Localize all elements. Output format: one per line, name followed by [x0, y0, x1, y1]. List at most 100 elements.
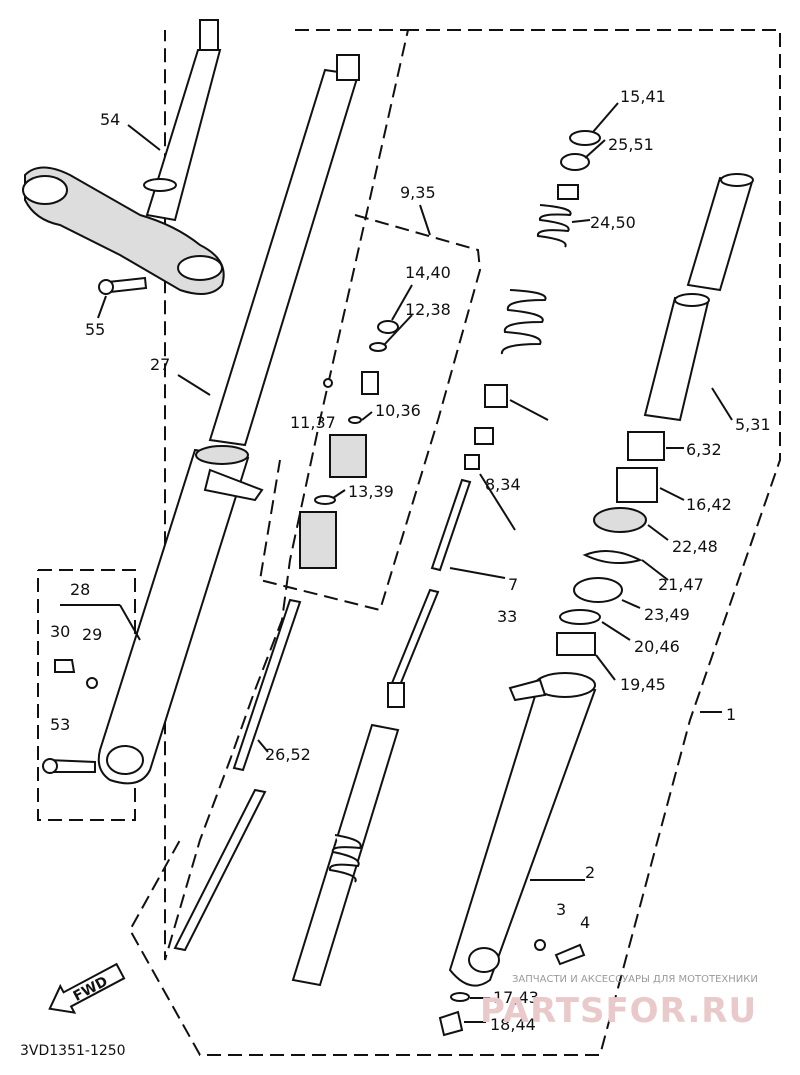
outline-damper-group: [128, 29, 781, 1056]
rod-upper: [232, 598, 302, 772]
label-27: 27: [150, 355, 170, 374]
damper-rod-7: [430, 478, 472, 572]
leader-27: [177, 374, 211, 396]
outer-fork-tube-1: [438, 672, 722, 1037]
cylinder-upper-top: [720, 173, 754, 187]
bushing-6-32: [627, 431, 665, 461]
watermark-brand: PARTSFOR.RU: [480, 991, 757, 1031]
oil-seal-22-48: [593, 507, 647, 533]
label-2: 2: [585, 863, 595, 882]
axle-boss-27: [106, 745, 144, 775]
cylinder-upper-5-31: [686, 176, 754, 292]
bracket-clamp-left: [22, 175, 68, 205]
label-7: 7: [508, 575, 518, 594]
spacer-top: [484, 384, 508, 408]
label-16-42: 16,42: [686, 495, 732, 514]
bracket-clamp-right: [177, 255, 223, 281]
inner-fork-tube-27: [42, 54, 360, 785]
label-11-37: 11,37: [290, 413, 336, 432]
label-12-38: 12,38: [405, 300, 451, 319]
group-outlines: [37, 29, 781, 1056]
fork-cap-bolt: [336, 54, 360, 81]
washer-17-43: [450, 992, 470, 1002]
leader-1440: [391, 284, 413, 321]
label-9-35: 9,35: [400, 183, 436, 202]
label-19-45: 19,45: [620, 675, 666, 694]
label-14-40: 14,40: [405, 263, 451, 282]
leader-2450: [571, 219, 591, 223]
label-54: 54: [100, 110, 120, 129]
pressure-rod-parts: [299, 284, 413, 569]
clip-21-47: [582, 550, 643, 565]
forward-arrow: FWD: [48, 962, 126, 1014]
rod-26-52: [173, 598, 302, 952]
outline-outer-tube-bolts: [37, 569, 136, 821]
bolt-30: [54, 659, 76, 673]
fwd-arrow-shape: [48, 962, 126, 1014]
outline-fork-tube-group: [164, 29, 410, 961]
label-18-44: 18,44: [490, 1015, 536, 1034]
part-25-51-cap: [557, 184, 579, 200]
leader-1238: [383, 314, 413, 346]
steering-stem: [145, 49, 222, 222]
callout-labels: 54 55 27 28 30 29 53 9,35 14,40 12,38 11…: [20, 87, 771, 1059]
watermark: ЗАПЧАСТИ И АКСЕССУАРЫ ДЛЯ МОТОТЕХНИКИ PA…: [480, 974, 758, 1031]
leader-1642: [659, 487, 685, 501]
outer-tube-lug: [203, 468, 264, 502]
label-10-36: 10,36: [375, 401, 421, 420]
label-23-49: 23,49: [644, 605, 690, 624]
bolt-18-44: [438, 1010, 464, 1037]
leader-54: [127, 124, 161, 151]
cylinder-lower-top: [674, 293, 710, 307]
bolt-4: [554, 943, 586, 966]
outer-tube-seal-ring: [195, 445, 249, 465]
part-11-37-ball: [323, 378, 333, 388]
part-13-39: [314, 495, 336, 505]
leader-834: [479, 473, 516, 531]
leader-2551: [584, 139, 606, 159]
part-12-38: [369, 342, 387, 352]
leader-1339: [332, 489, 346, 499]
steering-stem-thread: [199, 19, 219, 51]
rod-lower: [173, 788, 267, 952]
label-55: 55: [85, 320, 105, 339]
part-10-36: [348, 416, 362, 424]
leader-1541: [592, 102, 619, 133]
leader-spacer: [509, 399, 549, 421]
label-29: 29: [82, 625, 102, 644]
washer-29: [86, 677, 98, 689]
diagram-code: 3VD1351-1250: [20, 1043, 126, 1059]
label-1: 1: [726, 705, 736, 724]
leader-1945: [595, 654, 616, 681]
label-26-52: 26,52: [265, 745, 311, 764]
label-5-31: 5,31: [735, 415, 771, 434]
label-53: 53: [50, 715, 70, 734]
label-20-46: 20,46: [634, 637, 680, 656]
label-3: 3: [556, 900, 566, 919]
leader-2046: [601, 621, 631, 641]
bushing-16-42: [616, 467, 658, 503]
label-6-32: 6,32: [686, 440, 722, 459]
outer-tube-lug-1: [508, 678, 547, 702]
leader-28b: [119, 604, 141, 641]
stem-collar: [143, 178, 177, 192]
spacer-mid: [474, 427, 494, 445]
under-bracket-assembly: [22, 19, 225, 319]
rebound-spring: [328, 834, 362, 883]
washer-20-46: [559, 609, 601, 625]
label-15-41: 15,41: [620, 87, 666, 106]
spring-24-50: [536, 204, 572, 248]
part-14-40: [377, 320, 399, 334]
leader-935: [419, 204, 431, 236]
damper-rod-thin: [388, 588, 440, 692]
label-28: 28: [70, 580, 90, 599]
watermark-caption: ЗАПЧАСТИ И АКСЕССУАРЫ ДЛЯ МОТОТЕХНИКИ: [512, 974, 758, 985]
inner-tube-body: [208, 68, 360, 447]
washer-23-49: [573, 577, 623, 603]
label-4: 4: [580, 913, 590, 932]
spring-stack: [430, 102, 619, 579]
part-25-51: [560, 153, 590, 171]
damper-rod-assembly: [291, 204, 440, 987]
spacer-low: [464, 454, 480, 470]
outline-pressure-rod-group: [258, 214, 482, 612]
